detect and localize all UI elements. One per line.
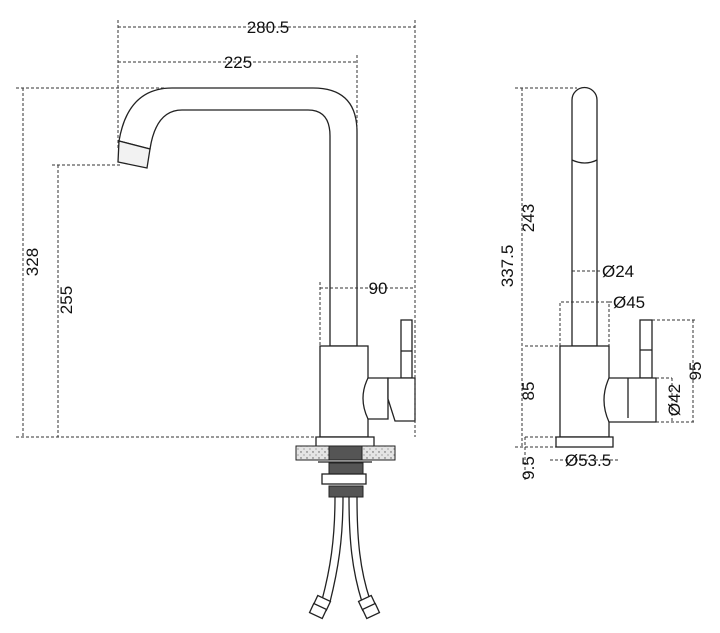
side-base	[555, 436, 614, 448]
side-body	[559, 345, 610, 438]
mounting-washer	[321, 473, 367, 485]
dim-body-height: 85	[519, 382, 538, 401]
shank-nut	[328, 462, 364, 475]
dim-base-height: 9.5	[519, 456, 538, 480]
handle-lever	[400, 319, 413, 379]
side-handle-knob	[603, 377, 657, 423]
mounting-shank	[328, 445, 363, 461]
side-handle-lever	[639, 319, 653, 379]
front-dimensions	[16, 20, 416, 438]
dim-handle-diameter: Ø42	[665, 384, 684, 416]
dim-handle-height: 95	[686, 362, 705, 381]
dim-base-diameter: Ø53.5	[565, 451, 611, 470]
side-spout	[571, 86, 598, 347]
dim-spout-clearance: 255	[57, 286, 76, 314]
dim-spout-diameter: Ø24	[602, 262, 634, 281]
handle-cartridge	[362, 377, 389, 420]
supply-hoses	[308, 496, 381, 620]
dim-overall-height: 328	[23, 248, 42, 276]
faucet-body	[319, 345, 369, 438]
front-view: 280.5 225 90 328 255	[16, 18, 416, 620]
dim-overall-reach: 280.5	[247, 18, 290, 37]
handle-knob	[387, 377, 416, 422]
countertop-section-left	[295, 445, 330, 461]
dim-body-top-diameter: Ø45	[613, 293, 645, 312]
spout-outline	[118, 87, 358, 347]
dim-handle-reach: 90	[369, 279, 388, 298]
spout-tip	[117, 140, 151, 169]
dim-spout-reach: 225	[224, 53, 252, 72]
mounting-nut	[328, 485, 364, 498]
side-dimensions	[515, 87, 695, 480]
dim-spout-height: 243	[519, 204, 538, 232]
countertop-section-right	[361, 445, 396, 461]
dim-total-height: 337.5	[498, 245, 517, 288]
side-view: 337.5 243 85 9.5 Ø53.5 Ø24 Ø45 95 Ø42	[498, 86, 705, 480]
